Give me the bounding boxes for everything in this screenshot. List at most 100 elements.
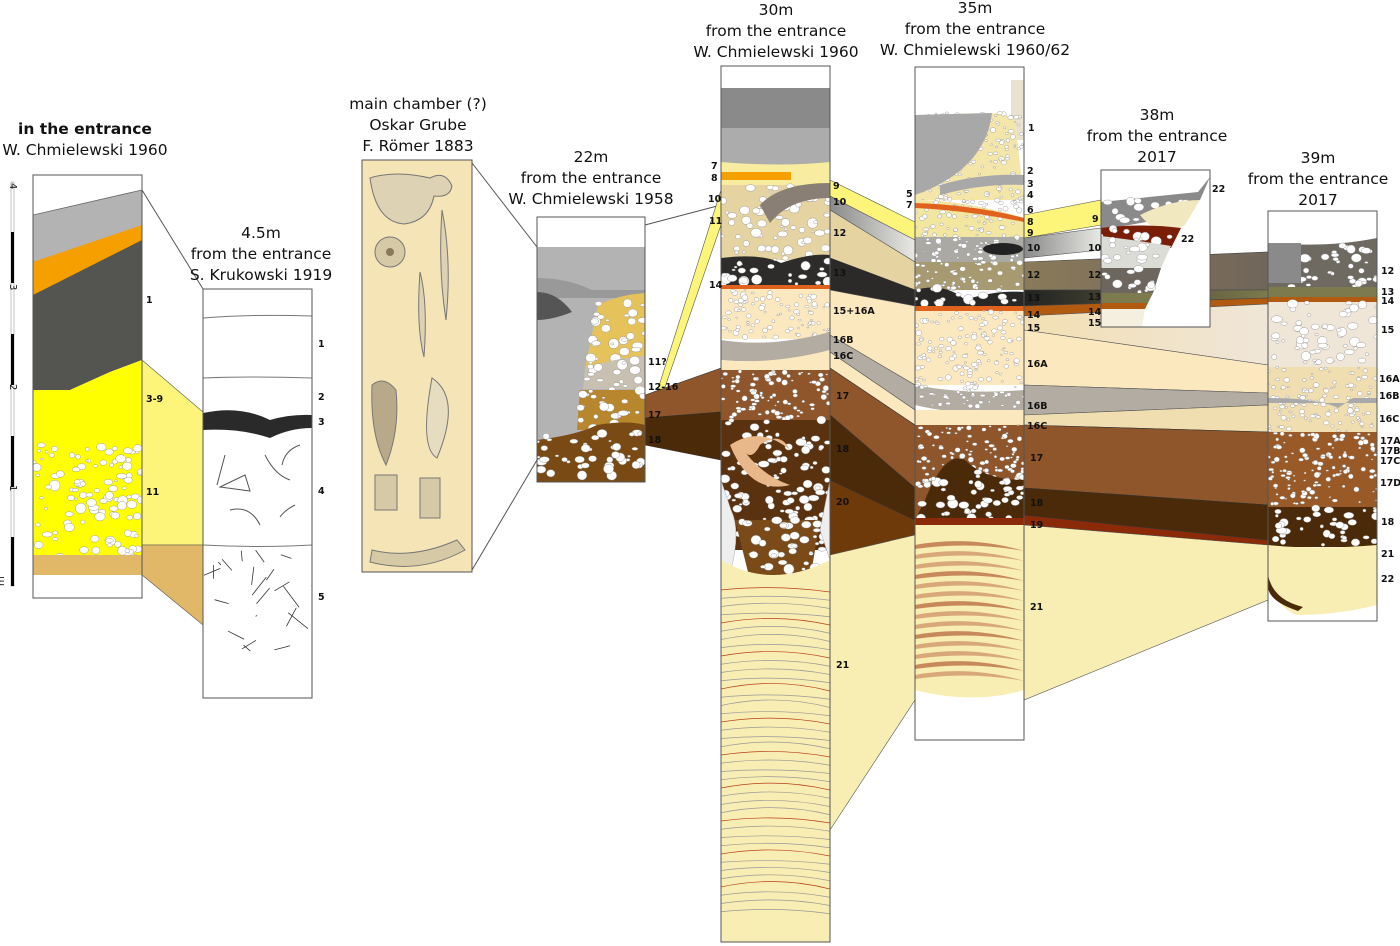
stone-mark [1291, 414, 1296, 419]
stone-mark [1001, 497, 1009, 504]
column-title-line: 30m [759, 1, 794, 19]
connector-band-21 [829, 534, 916, 832]
stone-mark [792, 389, 798, 394]
stone-mark [745, 313, 752, 319]
stone-mark [1374, 305, 1377, 309]
layer-label: 2 [318, 392, 325, 403]
stone-mark [1010, 323, 1016, 327]
stone-mark [774, 410, 781, 416]
stone-mark [1275, 377, 1280, 381]
stone-mark [978, 322, 985, 327]
stone-mark [1280, 321, 1288, 326]
stone-mark [750, 228, 762, 238]
stone-mark [1339, 433, 1346, 439]
stone-mark [1301, 342, 1309, 349]
stone-mark [1322, 394, 1328, 398]
stone-mark [966, 399, 969, 402]
stone-mark [735, 234, 742, 240]
stone-mark [1021, 273, 1024, 278]
layer-label: 7 [711, 161, 718, 172]
stone-mark [1327, 486, 1331, 488]
stone-mark [742, 498, 749, 504]
stone-mark [798, 293, 803, 298]
stone-mark [99, 498, 108, 504]
stone-mark [991, 328, 998, 334]
stone-mark [799, 535, 810, 544]
stone-clasts [721, 369, 830, 421]
stone-mark [1275, 493, 1279, 496]
stone-mark [763, 310, 767, 314]
stone-mark [1358, 418, 1361, 421]
layer-label: 18 [1030, 498, 1044, 509]
layer-label: 22 [1181, 234, 1194, 245]
stone-mark [1011, 222, 1015, 225]
stone-mark [109, 505, 119, 512]
stone-mark [1350, 371, 1355, 375]
stone-mark [977, 220, 981, 224]
stone-mark [34, 541, 44, 549]
scale-tick-label: 2 [7, 384, 18, 390]
stone-mark [1279, 431, 1285, 436]
stone-mark [964, 190, 969, 193]
stone-mark [1300, 501, 1305, 505]
stone-mark [1280, 385, 1286, 390]
stone-mark [1302, 378, 1307, 382]
stone-mark [1285, 476, 1291, 480]
column-title-line: Oskar Grube [369, 116, 466, 134]
column-22m [537, 217, 645, 482]
layer-label: 19 [1030, 520, 1043, 531]
stone-mark [928, 392, 935, 396]
stone-mark [52, 537, 58, 541]
stone-mark [946, 320, 950, 323]
stone-mark [823, 213, 830, 218]
stone-mark [786, 497, 795, 504]
stone-mark [954, 447, 961, 453]
stone-mark [1366, 277, 1372, 281]
stone-mark [942, 394, 949, 399]
stone-mark [1000, 160, 1007, 166]
stone-mark [803, 502, 813, 512]
stone-mark [918, 426, 924, 430]
stone-mark [999, 225, 1006, 230]
stone-mark [1338, 311, 1348, 318]
stone-mark [641, 331, 645, 336]
stone-mark [1314, 481, 1319, 484]
layer-label: 21 [1381, 549, 1394, 560]
scale-tick-label: 3 [7, 284, 18, 290]
stone-mark [771, 516, 783, 525]
stone-mark [932, 350, 936, 354]
stone-mark [727, 274, 738, 282]
layer-label: 16A [1379, 374, 1400, 385]
stone-mark [990, 127, 996, 133]
stone-clasts [1268, 431, 1377, 506]
stone-mark [80, 519, 86, 525]
layer-label: 10 [708, 194, 722, 205]
stone-mark [587, 372, 595, 377]
stone-mark [1003, 347, 1006, 350]
stone-mark [946, 212, 952, 218]
stone-mark [980, 165, 984, 169]
stone-mark [921, 456, 928, 461]
stone-mark [1015, 282, 1020, 287]
stone-mark [1016, 123, 1021, 127]
stone-mark [807, 309, 811, 313]
stone-mark [605, 318, 610, 322]
stone-mark [968, 315, 974, 320]
stone-mark [736, 260, 743, 267]
stone-mark [1328, 370, 1331, 373]
layer-label: 11 [709, 216, 722, 227]
bone-point-drawing [440, 209, 449, 321]
stone-mark [809, 403, 815, 407]
stone-mark [1271, 354, 1278, 360]
column-title-line: 38m [1140, 106, 1175, 124]
stone-mark [785, 304, 791, 309]
stone-mark [928, 189, 932, 193]
stone-mark [965, 240, 969, 243]
stone-mark [988, 425, 992, 428]
stone-mark [1002, 205, 1009, 212]
stone-mark [741, 294, 748, 301]
layer-label: 16B [833, 335, 853, 346]
stone-mark [631, 460, 641, 469]
column-title-line: W. Chmielewski 1960 [2, 141, 167, 159]
stone-mark [631, 346, 641, 353]
